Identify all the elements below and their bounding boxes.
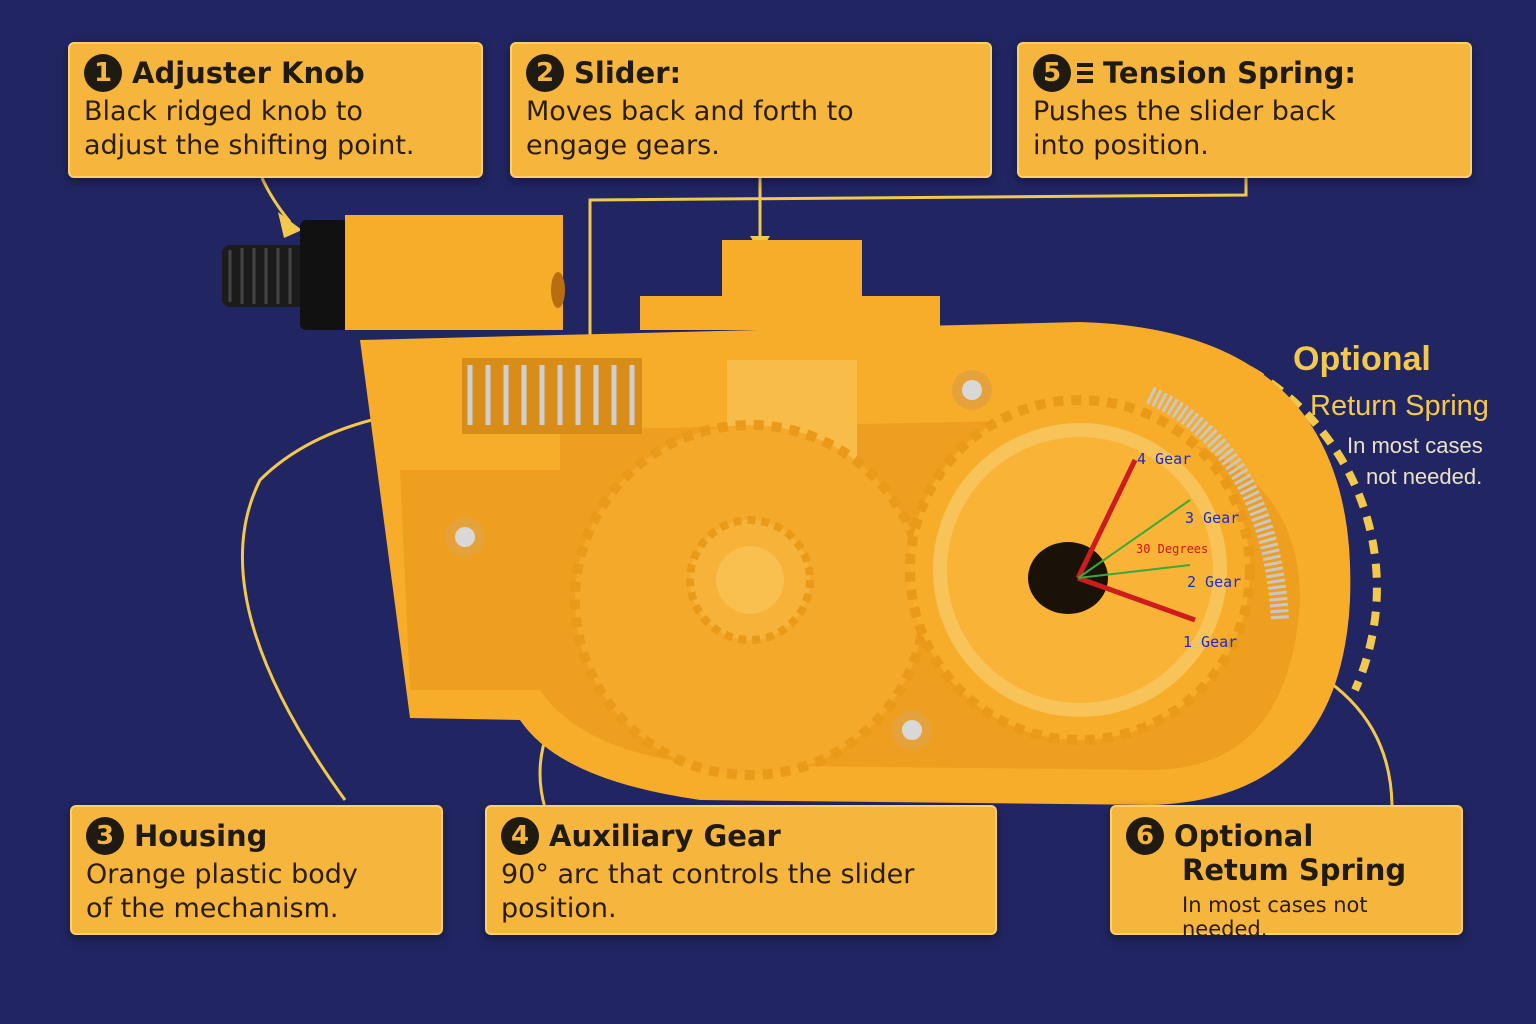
card-desc-line1: Black ridged knob to [84,96,363,127]
angle-markings [1075,458,1196,623]
badge-5: 5 [1033,54,1071,92]
side-note-title: Optional [1293,340,1431,378]
card-auxiliary-gear: 4 Auxiliary Gear 90° arc that controls th… [485,805,997,935]
card-desc-line1: Moves back and forth to [526,96,854,127]
side-note-subtitle: Return Spring [1310,390,1489,422]
card-desc-line2: engage gears. [526,130,720,161]
card-title: Tension Spring: [1103,56,1356,90]
card-desc: In most cases not needed. [1182,893,1368,941]
screws [445,370,992,750]
card-title: Housing [134,819,268,853]
card-desc-line2: into position. [1033,130,1209,161]
card-desc-line2: adjust the shifting point. [84,130,415,161]
badge-2: 2 [526,54,564,92]
gear-2-label: 2 Gear [1187,573,1242,591]
knob-leader [260,177,292,223]
side-note-line1: In most cases [1347,433,1483,458]
card-desc-line2: position. [501,893,617,924]
card-title: Adjuster Knob [132,56,365,90]
side-note-line2: not needed. [1366,464,1483,489]
card-desc-line1: Orange plastic body [86,859,358,890]
list-icon [1077,63,1093,83]
housing-leader [240,406,441,801]
gear-3-label: 3 Gear [1185,509,1240,527]
card-desc-line2: of the mechanism. [86,893,339,924]
card-housing: 3 Housing Orange plastic body of the mech… [70,805,443,935]
card-desc-line1: Pushes the slider back [1033,96,1336,127]
card-title: Auxiliary Gear [549,819,781,853]
angle-label: 30 Degrees [1136,542,1209,556]
adjuster-knob [222,220,348,330]
return-spring-arc [1248,366,1381,692]
badge-3: 3 [86,817,124,855]
gear-4-label: 4 Gear [1137,450,1192,468]
card-desc-line1: 90° arc that controls the slider [501,859,915,890]
tension-leader [588,178,1248,350]
card-title-line2: Retum Spring [1182,853,1407,887]
badge-6: 6 [1126,817,1164,855]
gear-1-label: 1 Gear [1183,633,1238,651]
tension-spring [462,358,642,434]
card-slider: 2 Slider: Moves back and forth to engage … [510,42,992,178]
card-title: Slider: [574,56,682,90]
card-return-spring: 6 Optional Retum Spring In most cases not… [1110,805,1463,941]
card-adjuster-knob: 1 Adjuster Knob Black ridged knob to adju… [68,42,483,178]
badge-1: 1 [84,54,122,92]
return-spring [1146,386,1289,621]
auxiliary-gear [570,420,930,780]
card-title-line1: Optional [1174,819,1314,853]
badge-4: 4 [501,817,539,855]
